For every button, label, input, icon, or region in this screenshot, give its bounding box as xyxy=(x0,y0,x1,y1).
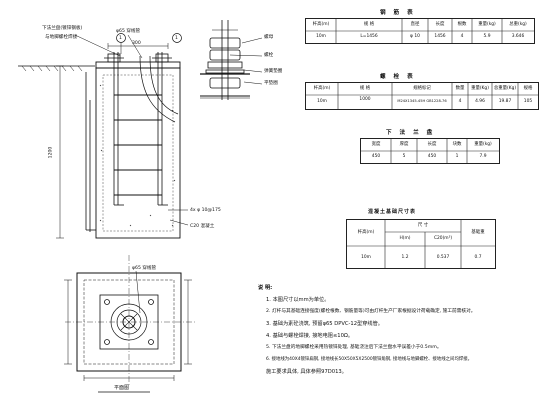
steel-header-2: 直径 xyxy=(410,22,420,27)
steel-header-1: 规 格 xyxy=(363,22,375,27)
steel-header-0: 杆高(m) xyxy=(312,22,330,27)
flange-label: 下法兰盘(镀锌钢板) xyxy=(42,26,83,31)
bolt-header-6: 规格 xyxy=(523,86,533,91)
table-bolt-title: 螺 栓 表 xyxy=(380,74,416,80)
steel-cell-6: 3.646 xyxy=(511,34,525,39)
bolt-label: 螺栓 xyxy=(264,53,274,58)
steel-cell-2: φ 10 xyxy=(410,34,420,39)
steel-header-5: 重量(kg) xyxy=(478,22,496,27)
note-3: 3. 基础为素砼浇筑, 预留φ65 DPVC-12型穿线管。 xyxy=(266,321,383,327)
flange-cell-2: 450 xyxy=(427,154,437,159)
flange-header-0: 宽度 xyxy=(371,142,381,147)
flange-header-2: 长度 xyxy=(427,142,437,147)
rebar-label: 4x φ 10@175 xyxy=(190,208,221,213)
table-bolt: 杆高(m) 规 格 规格标记 数量 重量(Kg) 总重量(Kg) 规格 10m … xyxy=(305,82,539,110)
bolt-cell-0: 10m xyxy=(317,99,327,104)
flange-cell-4: 7.9 xyxy=(479,154,487,159)
bolt-cell-2: M24X1345-45H GB1228-76 xyxy=(397,99,447,103)
table-steel-title: 钢 筋 表 xyxy=(380,10,416,16)
bolt-header-1: 规 格 xyxy=(359,86,371,91)
width-dimension: 300 xyxy=(132,41,141,46)
flange-cell-0: 450 xyxy=(371,154,381,159)
flange-header-1: 厚度 xyxy=(399,142,409,147)
table-concrete: 杆高(m) 尺 寸 C20(m³) 基础重 H(m) 10m 1.2 0.537… xyxy=(346,219,496,269)
flange-cell-3: 1 xyxy=(455,154,459,159)
bolt-cell-3: 4 xyxy=(458,99,462,104)
steel-header-3: 长度 xyxy=(435,22,445,27)
steel-header-4: 根数 xyxy=(457,22,467,27)
pipe-label-plan: φ65 穿线管 xyxy=(132,266,157,271)
bolt-header-2: 规格标记 xyxy=(413,86,431,91)
table-steel: 杆高(m) 规 格 直径 长度 根数 重量(kg) 总重(kg) 10m L=1… xyxy=(305,18,535,44)
steel-header-6: 总重(kg) xyxy=(509,22,527,27)
marker-1: 1 xyxy=(119,36,122,41)
bolt-cell-5: 19.87 xyxy=(498,99,512,104)
table-flange-title: 下 法 兰 盘 xyxy=(386,130,436,136)
notes-heading: 说 明: xyxy=(258,285,273,291)
plan-title: 平面图 xyxy=(114,385,130,391)
flange-label-2: 与地脚螺栓焊接 xyxy=(45,35,78,40)
bolt-cell-6: 105 xyxy=(523,99,533,104)
flange-header-4: 重量(kg) xyxy=(474,142,492,147)
steel-cell-1: L=1456 xyxy=(360,34,378,39)
bolt-header-0: 杆高(m) xyxy=(313,86,331,91)
marker-2: 1 xyxy=(175,36,178,41)
concrete-header-2: C20(m³) xyxy=(433,236,453,241)
note-4: 4. 基础与螺栓焊接, 接地电阻≤10Ω。 xyxy=(266,333,354,339)
concrete-header-0: 杆高(m) xyxy=(357,230,375,235)
plan-view xyxy=(64,255,195,393)
note-6: 6. 接地线为40X4镀锌扁钢, 接地线长50X50X5X2500镀锌角钢, 接… xyxy=(266,357,473,362)
flange-cell-1: 5 xyxy=(402,154,406,159)
concrete-cell-0: 10m xyxy=(361,255,371,260)
bolt-cell-4: 4.96 xyxy=(475,99,485,104)
concrete-cell-2: 0.537 xyxy=(436,255,450,260)
note-7: 施工要求具体, 具体参照97D013。 xyxy=(266,369,347,375)
height-dimension: 1200 xyxy=(48,146,54,159)
concrete-label: C20 混凝土 xyxy=(190,224,215,229)
pipe-label-elevation: φ65 穿线管 xyxy=(116,29,141,34)
concrete-header-3: 基础重 xyxy=(471,230,485,235)
flange-header-3: 块数 xyxy=(452,142,462,147)
note-2: 2. 灯杆与其基础连接强度(螺栓根数、钢筋量等)可由灯杆生产厂家根据设计荷载确定… xyxy=(266,309,476,314)
bolt-header-3: 数量 xyxy=(455,86,465,91)
steel-cell-4: 4 xyxy=(460,34,464,39)
steel-cell-3: 1456 xyxy=(434,34,446,39)
concrete-subheader-0: H(m) xyxy=(399,236,411,241)
bolt-detail xyxy=(200,20,263,100)
washer-label-2: 平垫圈 xyxy=(264,81,278,86)
bolt-cell-1: 1000 xyxy=(359,97,371,102)
concrete-cell-3: 0.7 xyxy=(474,255,482,260)
note-1: 1. 本图尺寸以mm为单位。 xyxy=(266,297,330,303)
table-flange: 宽度 厚度 长度 块数 重量(kg) 450 5 450 1 7.9 xyxy=(360,138,500,164)
concrete-header-1: 尺 寸 xyxy=(417,223,429,228)
nut-label: 螺母 xyxy=(264,35,274,40)
bolt-header-4: 重量(Kg) xyxy=(471,86,489,91)
table-concrete-title: 混凝土基础尺寸表 xyxy=(368,209,417,215)
washer-label: 弹簧垫圈 xyxy=(264,69,283,74)
steel-cell-5: 5.9 xyxy=(483,34,491,39)
bolt-header-5: 总重量(Kg) xyxy=(493,86,517,91)
steel-cell-0: 10m xyxy=(316,34,326,39)
concrete-cell-1: 1.2 xyxy=(401,255,409,260)
note-5: 5. 下法兰盘的地脚螺栓采用热镀锌处理, 基础浇注后下法兰盘水平误差小于0.5m… xyxy=(266,345,442,350)
elevation-view xyxy=(18,33,189,239)
